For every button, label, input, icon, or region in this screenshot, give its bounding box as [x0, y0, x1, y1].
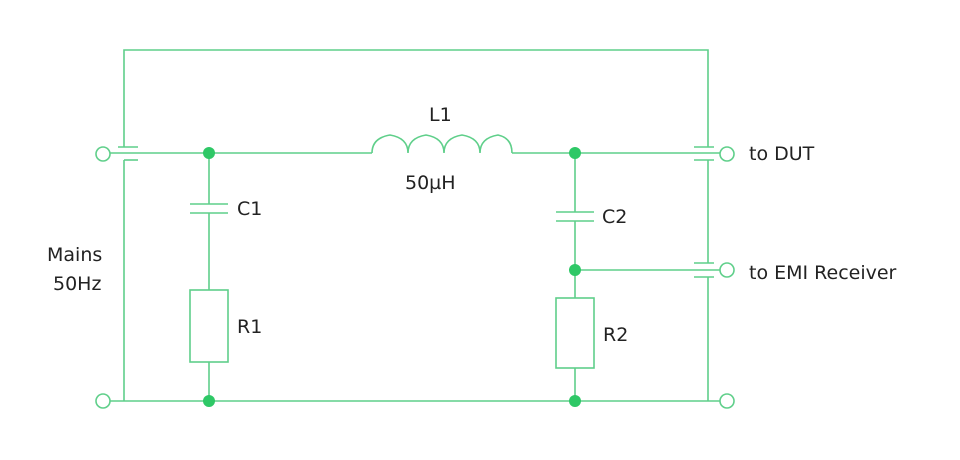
junction-node-c2-top: [569, 147, 581, 159]
top-frame-wire: [123, 49, 709, 147]
mains-frequency-label: 50Hz: [53, 273, 102, 295]
emi-receiver-output-label: to EMI Receiver: [749, 262, 897, 284]
terminal-ground-right: [719, 393, 735, 409]
junction-node-r2-bottom: [569, 395, 581, 407]
terminal-mains-top: [95, 146, 111, 162]
mains-label: Mains: [47, 244, 103, 266]
capacitor-c1-label: C1: [237, 198, 263, 220]
terminal-dut: [719, 146, 735, 162]
junction-node-r1-bottom: [203, 395, 215, 407]
capacitor-c2-label: C2: [602, 206, 628, 228]
inductor-name-label: L1: [429, 104, 452, 126]
junction-node-emi-tap: [569, 264, 581, 276]
resistor-r2: [555, 297, 595, 369]
inductor-l1: [371, 134, 513, 154]
terminal-emi-receiver: [719, 262, 735, 278]
dut-output-label: to DUT: [749, 143, 815, 165]
resistor-r1: [189, 289, 229, 363]
resistor-r1-label: R1: [237, 316, 263, 338]
inductor-value-label: 50µH: [405, 172, 456, 194]
terminal-mains-bottom: [95, 393, 111, 409]
resistor-r2-label: R2: [603, 324, 629, 346]
junction-node-c1-top: [203, 147, 215, 159]
